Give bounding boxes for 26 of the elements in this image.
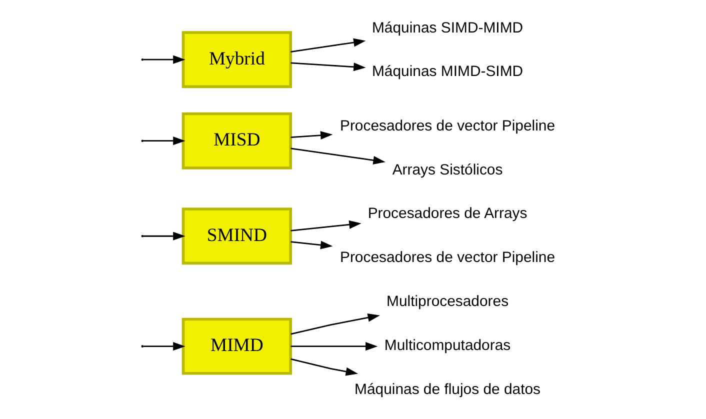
node-box: MISD [182, 112, 292, 170]
node-text: Arrays Sistólicos [392, 161, 503, 178]
arrow [290, 358, 358, 376]
node-box: Mybrid [182, 31, 292, 88]
arrow [290, 62, 366, 72]
node-text: Procesadores de vector Pipeline [340, 117, 556, 134]
node-box: MIMD [182, 318, 292, 375]
arrow [143, 232, 186, 240]
node-text: Procesadores de vector Pipeline [340, 249, 556, 266]
node-box: SMIND [182, 208, 292, 265]
node-text: Procesadores de Arrays [368, 205, 528, 222]
arrow [290, 220, 362, 232]
node-text: Máquinas de flujos de datos [354, 380, 541, 398]
node-text: Máquinas SIMD-MIMD [372, 19, 524, 36]
arrow [290, 148, 386, 164]
arrow [143, 55, 186, 64]
arrow [290, 313, 380, 335]
arrow [290, 240, 333, 250]
arrow [290, 38, 366, 52]
node-text: Multicomputadoras [384, 336, 511, 354]
arrow [143, 136, 186, 146]
node-text: Multiprocesadores [386, 292, 509, 310]
arrow [290, 131, 333, 140]
node-text: Máquinas MIMD-SIMD [372, 63, 524, 80]
arrow [290, 342, 378, 351]
arrow [143, 342, 186, 351]
